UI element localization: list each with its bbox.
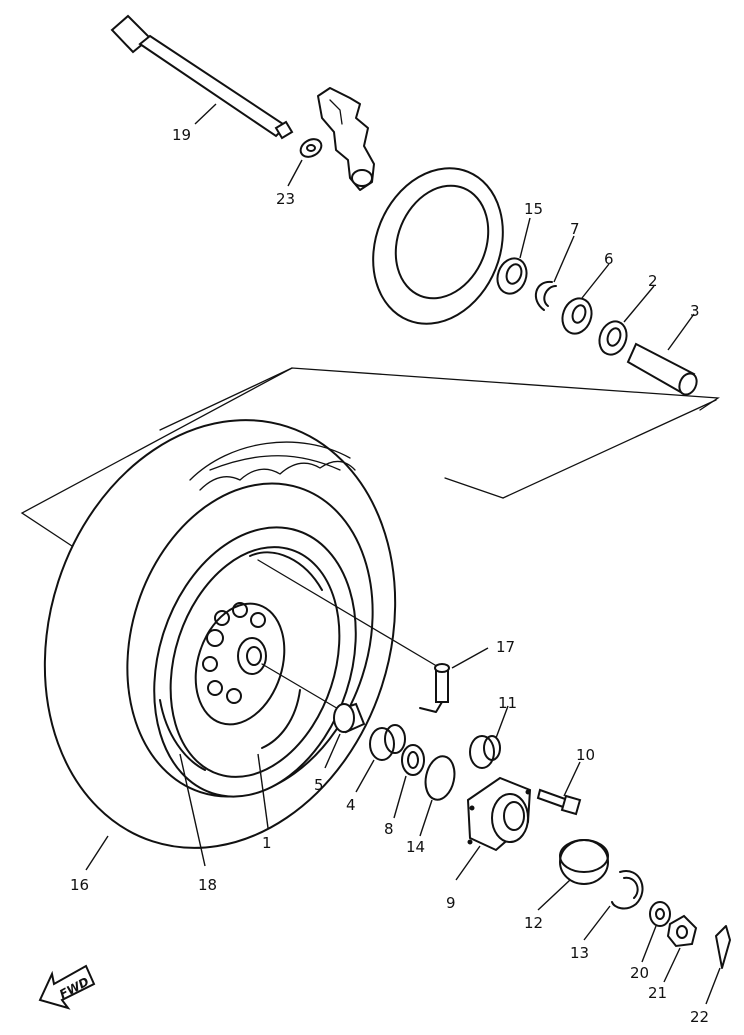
oring-part-14 xyxy=(424,755,456,801)
label-1: 1 xyxy=(262,834,272,852)
axis-line-2 xyxy=(261,663,341,711)
label-20: 20 xyxy=(630,964,649,982)
label-10: 10 xyxy=(576,746,595,764)
axle-part xyxy=(110,14,294,140)
collar-part-3 xyxy=(626,342,698,396)
brake-disc-part xyxy=(372,167,504,325)
washer-part xyxy=(299,138,323,158)
hub-part-9 xyxy=(466,776,532,852)
valve-part xyxy=(419,663,450,713)
label-13: 13 xyxy=(570,944,589,962)
washer-part-20 xyxy=(649,901,671,927)
label-9: 9 xyxy=(446,894,456,912)
bearing-part-8 xyxy=(401,744,425,776)
label-5: 5 xyxy=(314,776,324,794)
label-17: 17 xyxy=(496,638,515,656)
axis-line xyxy=(257,559,441,669)
fwd-direction-arrow: FWD xyxy=(38,964,96,1010)
label-15: 15 xyxy=(524,200,543,218)
circlip-part-7 xyxy=(534,280,557,311)
label-6: 6 xyxy=(604,250,614,268)
label-3: 3 xyxy=(690,302,700,320)
label-23: 23 xyxy=(276,190,295,208)
label-21: 21 xyxy=(648,984,667,1002)
label-11: 11 xyxy=(498,694,517,712)
bolt-part-10 xyxy=(536,788,582,816)
bearing-part-6 xyxy=(561,297,593,335)
label-16: 16 xyxy=(70,876,89,894)
spacer-part-2 xyxy=(598,320,628,356)
label-14: 14 xyxy=(406,838,425,856)
cotter-pin-part-22 xyxy=(715,925,731,969)
label-4: 4 xyxy=(346,796,356,814)
wheel-rim-part xyxy=(153,526,357,798)
rim-holes xyxy=(202,602,266,704)
circlip-part-13 xyxy=(611,870,644,910)
nut-part-21 xyxy=(666,914,698,948)
label-7: 7 xyxy=(570,220,580,238)
label-22: 22 xyxy=(690,1008,709,1026)
collar-part-4 xyxy=(369,724,406,761)
part-labels: 19 23 15 7 6 2 3 17 11 10 5 4 8 14 1 16 … xyxy=(70,126,709,1026)
label-19: 19 xyxy=(172,126,191,144)
caliper-bracket-part xyxy=(317,87,375,191)
label-12: 12 xyxy=(524,914,543,932)
label-18: 18 xyxy=(198,876,217,894)
seal-part-15 xyxy=(496,257,528,295)
housing-part-12 xyxy=(559,839,609,885)
label-2: 2 xyxy=(648,272,658,290)
assembly-frame xyxy=(20,367,720,549)
damper-part-11 xyxy=(469,735,501,769)
spacer-part-5 xyxy=(333,702,366,734)
leader-lines xyxy=(85,103,721,1005)
label-8: 8 xyxy=(384,820,394,838)
